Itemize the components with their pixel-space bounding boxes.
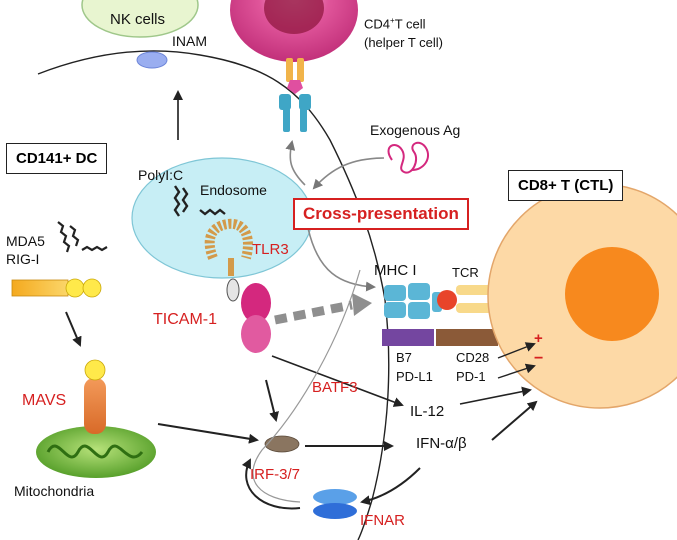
ticam-to-mhc-arrow [274, 300, 353, 325]
tlr3-stem [228, 258, 234, 276]
arrow-ticam-to-il12 [271, 355, 404, 407]
cd4-nucleus [264, 0, 324, 34]
cross-presentation-box: Cross-presentation [293, 198, 469, 230]
ctl-nucleus [565, 247, 659, 341]
arrow-rigi-to-mavs [65, 311, 82, 347]
arrow-exogenous-to-endosome [312, 157, 385, 190]
rig-i-domain-2 [82, 278, 102, 298]
mhc1-label: MHC I [374, 262, 417, 279]
mavs-protein [84, 378, 106, 434]
tlr3-receptor [204, 218, 253, 260]
ifnar-receptor-upper [313, 489, 357, 505]
minus-sign: − [534, 350, 544, 367]
dc-title-box: CD141+ DC [6, 143, 108, 174]
mavs-card [84, 359, 106, 381]
polyic-rna-strands [173, 185, 226, 217]
inam-label: INAM [172, 33, 207, 49]
arrow-ifn-to-ifnar [360, 467, 421, 506]
arrow-mavs-to-irf [157, 423, 259, 444]
cd4-label-line2: (helper T cell) [364, 35, 443, 50]
peptide-antigen [437, 290, 457, 310]
b7-label: B7 [396, 350, 412, 365]
pd1-label: PD-1 [456, 369, 486, 384]
arrow-ticam-to-irf [265, 379, 279, 422]
tcr-label: TCR [452, 265, 479, 280]
arrow-il12-to-ctl [459, 386, 532, 405]
mavs-label: MAVS [22, 392, 67, 409]
ticam1-label: TICAM-1 [153, 311, 217, 328]
mda5-rna-strands [57, 221, 108, 253]
plus-sign: + [534, 330, 543, 347]
nk-cell [81, 0, 199, 38]
arrow-ifn-to-ctl [491, 400, 538, 441]
pdl1-label: PD-L1 [396, 369, 433, 384]
ticam1-adaptor-top [226, 278, 240, 302]
cd4-label-sup: + [390, 16, 395, 25]
polyic-label: PolyI:C [138, 167, 184, 183]
arrow-ifnar-to-irf [241, 458, 301, 510]
batf3-label: BATF3 [312, 379, 358, 396]
ticam-to-mhc-arrowhead [352, 293, 372, 316]
cd4-label-line1: CD4+T cell [364, 16, 426, 32]
arrow-cd28-plus [497, 342, 536, 359]
ticam1-body-lower [241, 315, 271, 353]
inam-receptor [136, 51, 168, 69]
mhc-class-i [384, 283, 442, 319]
irf-label: IRF-3/7 [250, 466, 301, 483]
grey-curve-mhc-to-irf [252, 269, 361, 503]
cd4-label-rest: T cell [394, 16, 426, 32]
mitochondria-cristae [46, 444, 144, 459]
b7-molecule [382, 329, 434, 346]
rig-i-bar [11, 279, 69, 297]
arrow-endosome-to-mhc [307, 227, 376, 292]
cd4-label-main: CD4 [364, 16, 391, 32]
ticam1-body-upper [241, 283, 271, 323]
ifnar-receptor-lower [313, 503, 357, 519]
arrow-pd1-minus [497, 363, 536, 379]
cd4-tcr-complex [279, 58, 311, 132]
exogenous-ag-label: Exogenous Ag [370, 122, 461, 138]
exogenous-antigen [387, 141, 430, 174]
endosome-label: Endosome [200, 182, 267, 198]
tlr3-label: TLR3 [252, 241, 289, 258]
ctl-title-box: CD8+ T (CTL) [508, 170, 624, 201]
nk-cell-label: NK cells [110, 11, 166, 28]
arrow-endosome-to-cd4 [285, 140, 306, 186]
cd28-label: CD28 [456, 350, 490, 365]
mda5-label: MDA5 [6, 233, 45, 249]
irf-protein [264, 435, 300, 453]
mitochondria-label: Mitochondria [14, 483, 95, 499]
cd28-molecule [436, 329, 498, 346]
il12-label: IL-12 [410, 403, 445, 420]
rig-i-label: RIG-I [6, 251, 40, 267]
ifn-label: IFN-α/β [416, 435, 467, 452]
ifnar-label: IFNAR [360, 512, 405, 529]
rig-i-domain-1 [65, 278, 85, 298]
